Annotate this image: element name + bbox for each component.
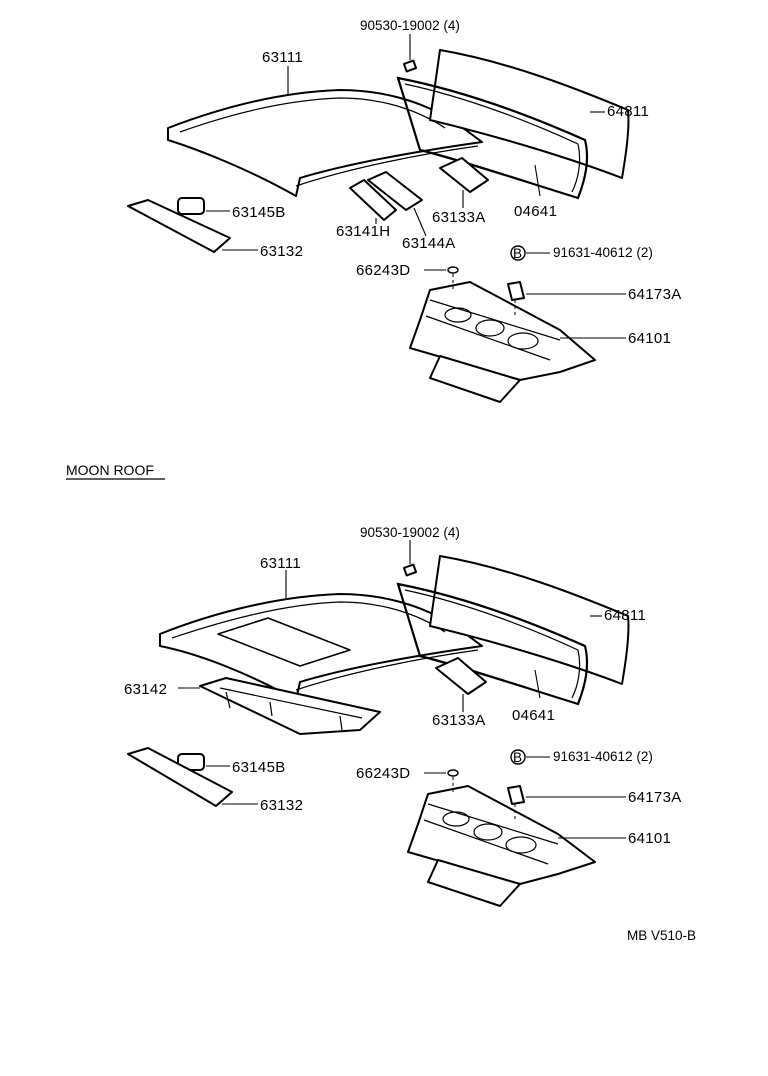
roof-panel-top	[167, 89, 483, 197]
label-63111: 63111	[262, 49, 303, 66]
bolt-mark-91631-top	[510, 245, 526, 261]
roof-panel-bottom	[159, 593, 483, 701]
pad-63145b-top	[177, 197, 205, 215]
label-91631: 91631-40612 (2)	[553, 245, 653, 260]
label-63145b: 63145B	[232, 204, 286, 221]
bracket-64173a-top	[507, 281, 525, 301]
grommet-66243d-top	[447, 266, 459, 274]
package-tray-bottom	[407, 785, 596, 907]
label-66243d-b: 66243D	[356, 765, 410, 782]
grommet-66243d-bottom	[447, 769, 459, 777]
label-63133a: 63133A	[432, 209, 486, 226]
bolt-mark-91631-bottom	[510, 749, 526, 765]
clip-90530-top	[402, 59, 418, 73]
label-63133a-b: 63133A	[432, 712, 486, 729]
footer-diagram-code: MB V510-B	[627, 928, 696, 943]
bow-63144a	[367, 171, 423, 211]
label-91631-b: 91631-40612 (2)	[553, 749, 653, 764]
label-63142: 63142	[124, 681, 167, 698]
label-64811-b: 64811	[604, 607, 646, 624]
label-63132: 63132	[260, 243, 303, 260]
header-63132-bottom	[127, 747, 233, 807]
package-tray-top	[409, 281, 596, 403]
rail-63133a-top	[439, 157, 489, 193]
bolt-mark-b: B	[513, 246, 522, 261]
rail-63133a-bottom	[435, 657, 487, 695]
label-04641: 04641	[514, 203, 557, 220]
bow-63141h	[349, 179, 397, 221]
label-64101: 64101	[628, 330, 671, 347]
label-63141h: 63141H	[336, 223, 390, 240]
label-66243d: 66243D	[356, 262, 410, 279]
label-64173a-b: 64173A	[628, 789, 682, 806]
sunroof-frame-63142	[199, 677, 381, 735]
section-title-moon-roof: MOON ROOF	[66, 462, 154, 478]
clip-90530-bottom	[402, 563, 418, 577]
weatherstrip-bottom	[396, 582, 589, 706]
label-64811: 64811	[607, 103, 649, 120]
label-64101-b: 64101	[628, 830, 671, 847]
label-63111-b: 63111	[260, 555, 301, 572]
bracket-64173a-bottom	[507, 785, 525, 805]
label-04641-b: 04641	[512, 707, 555, 724]
label-90530-b: 90530-19002 (4)	[360, 525, 460, 540]
label-63144a: 63144A	[402, 235, 456, 252]
label-64173a: 64173A	[628, 286, 682, 303]
weatherstrip-top	[396, 76, 589, 200]
header-63132-top	[127, 199, 231, 253]
bolt-mark-b-bottom: B	[513, 750, 522, 765]
top-assembly: 63111 90530-19002 (4) 64811 04641 63133A…	[127, 18, 682, 403]
label-63132-b: 63132	[260, 797, 303, 814]
label-63145b-b: 63145B	[232, 759, 286, 776]
bottom-assembly: 63111 90530-19002 (4) 64811 04641 63133A…	[124, 525, 682, 907]
label-90530: 90530-19002 (4)	[360, 18, 460, 33]
